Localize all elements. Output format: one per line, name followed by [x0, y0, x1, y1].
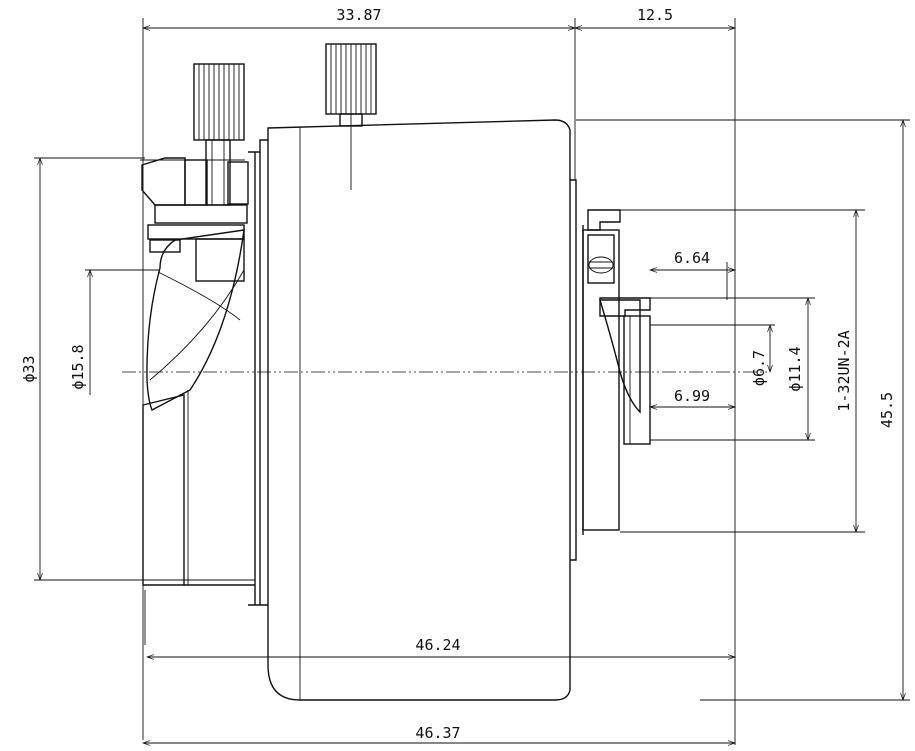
- dim-overall-height: 45.5: [878, 392, 896, 428]
- iris-lock-knob: [325, 43, 377, 190]
- dim-length-overall: 46.37: [415, 724, 460, 742]
- front-lens-element: [146, 229, 245, 411]
- dim-rear-depth-upper: 6.64: [674, 249, 710, 267]
- dim-length-inner: 46.24: [415, 636, 460, 654]
- dim-thread-spec: 1-32UN-2A: [835, 330, 853, 411]
- rear-lens-element: [599, 299, 641, 414]
- dim-front-inner-diameter: ϕ15.8: [69, 344, 87, 389]
- dim-rear-depth-lower: 6.99: [674, 387, 710, 405]
- dim-top-mount-length: 12.5: [637, 6, 673, 24]
- focus-lock-knob: [193, 63, 245, 206]
- front-lens-group: [140, 157, 255, 645]
- extension-lines: [34, 18, 910, 745]
- dim-rear-diameter-mid: ϕ11.4: [786, 346, 804, 391]
- lens-body: [248, 119, 620, 701]
- dimension-lines: [37, 25, 906, 746]
- dim-top-body-length: 33.87: [336, 6, 381, 24]
- dim-front-diameter: ϕ33: [20, 355, 38, 382]
- dim-rear-diameter-small: ϕ6.7: [750, 350, 768, 386]
